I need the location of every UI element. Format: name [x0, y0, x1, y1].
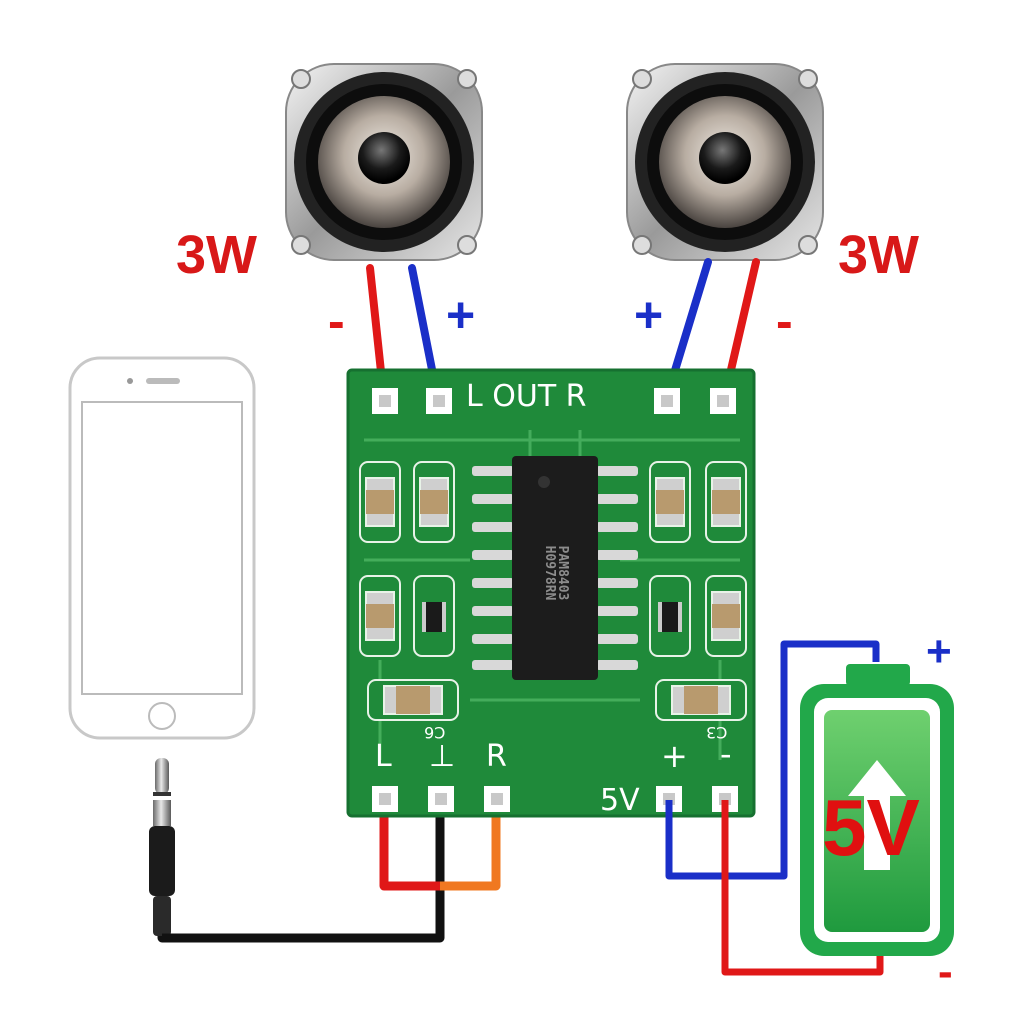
capacitors	[359, 461, 747, 721]
amplifier-board	[346, 368, 756, 818]
smartphone	[68, 356, 256, 740]
battery-voltage-label: 5V	[822, 783, 920, 872]
left-speaker-power-label: 3W	[176, 225, 257, 285]
right-speaker-neg-label: -	[776, 293, 793, 349]
resistors	[413, 575, 691, 657]
speaker-output-pads	[372, 388, 736, 414]
board-power-neg-label: -	[720, 735, 732, 773]
charging-arrow-icon	[848, 760, 906, 870]
right-speaker-power-label: 3W	[838, 225, 919, 285]
right-speaker-pos-label: +	[634, 287, 664, 343]
power-pos-wire	[665, 640, 880, 880]
chip-marking-line-1: PAM8403	[555, 545, 570, 601]
battery-icon	[800, 664, 954, 956]
audio-cable-black	[157, 800, 445, 943]
board-silkscreen-c6: C6	[424, 723, 446, 742]
audio-cable-orange	[440, 800, 501, 891]
board-input-left-label: L	[375, 739, 392, 774]
left-speaker-neg-label: -	[328, 293, 345, 349]
left-speaker-pos-label: +	[446, 287, 476, 343]
audio-jack-plug	[149, 758, 175, 936]
pam8403-chip	[512, 456, 598, 680]
board-out-label: L OUT R	[466, 379, 587, 414]
chip-pins	[472, 466, 638, 670]
chip-marking: PAM8403 H0978RN	[542, 537, 570, 609]
board-input-ground-label: ⊥	[429, 739, 456, 774]
board-power-label: 5V	[600, 783, 640, 818]
board-power-pos-label: +	[661, 737, 688, 775]
left-speaker	[285, 63, 483, 261]
power-neg-wire	[721, 800, 884, 976]
audio-cable-red	[379, 800, 440, 891]
battery-pos-label: +	[926, 627, 952, 676]
chip-marking-line-2: H0978RN	[542, 545, 557, 601]
right-speaker	[626, 63, 824, 261]
board-input-right-label: R	[486, 739, 507, 774]
battery-neg-label: -	[938, 947, 953, 996]
